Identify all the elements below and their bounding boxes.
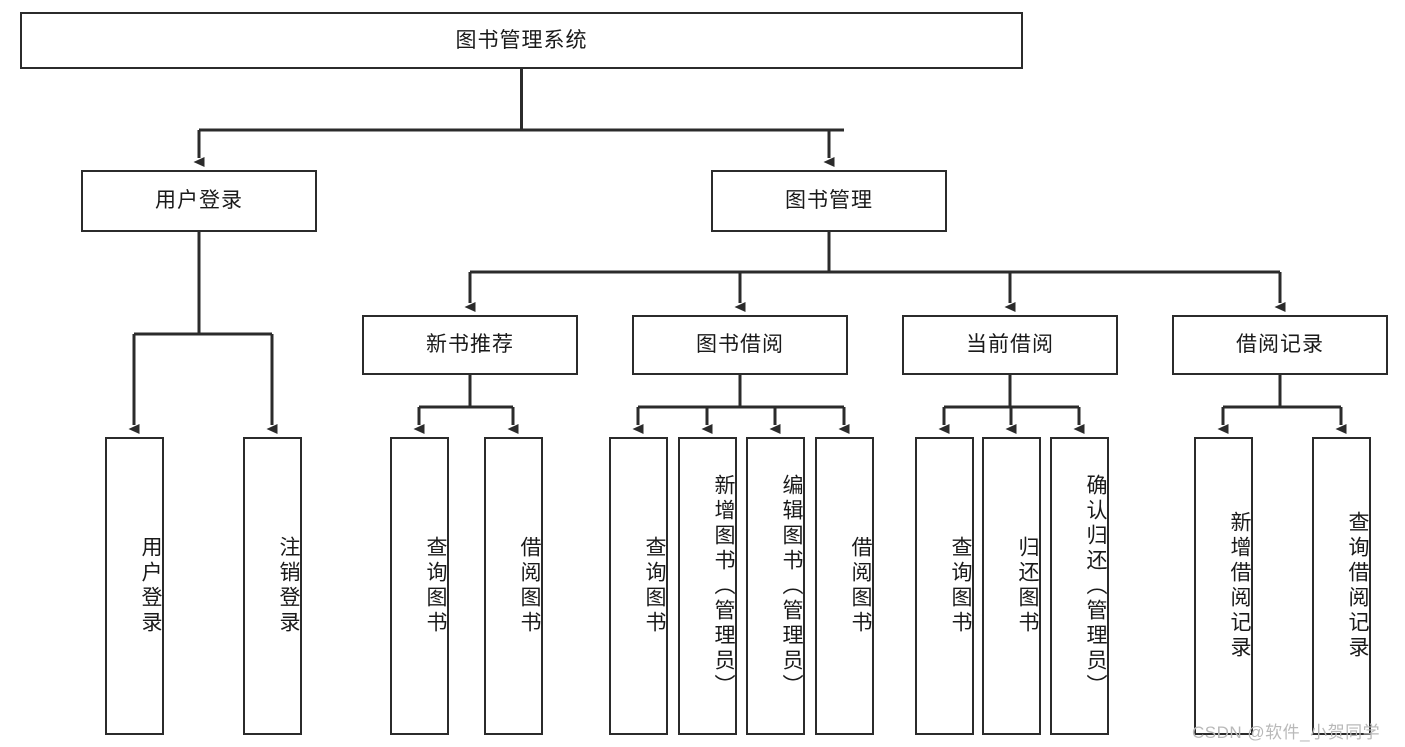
leaf-borrow-book-newbook[interactable]: 借阅图书 <box>484 437 543 735</box>
node-new-book-recommend-label: 新书推荐 <box>426 333 514 357</box>
node-current-borrow-label: 当前借阅 <box>966 333 1054 357</box>
leaf-return-book[interactable]: 归还图书 <box>982 437 1041 735</box>
leaf-add-borrow-record-label: 新增借阅记录 <box>1228 511 1251 661</box>
leaf-confirm-return-admin[interactable]: 确认归还（管理员） <box>1050 437 1109 735</box>
node-new-book-recommend[interactable]: 新书推荐 <box>362 315 578 375</box>
leaf-edit-book-admin[interactable]: 编辑图书（管理员） <box>746 437 805 735</box>
leaf-add-borrow-record[interactable]: 新增借阅记录 <box>1194 437 1253 735</box>
node-book-management[interactable]: 图书管理 <box>711 170 947 232</box>
node-borrow-records[interactable]: 借阅记录 <box>1172 315 1388 375</box>
leaf-borrow-book-newbook-label: 借阅图书 <box>518 536 541 636</box>
leaf-user-login[interactable]: 用户登录 <box>105 437 164 735</box>
node-book-borrow[interactable]: 图书借阅 <box>632 315 848 375</box>
leaf-borrow-book-label: 借阅图书 <box>849 536 872 636</box>
leaf-query-book-current[interactable]: 查询图书 <box>915 437 974 735</box>
node-book-borrow-label: 图书借阅 <box>696 333 784 357</box>
leaf-query-book-borrow[interactable]: 查询图书 <box>609 437 668 735</box>
node-book-management-label: 图书管理 <box>785 189 873 213</box>
node-user-login-label: 用户登录 <box>155 189 243 213</box>
leaf-user-login-label: 用户登录 <box>139 536 162 636</box>
leaf-add-book-admin[interactable]: 新增图书（管理员） <box>678 437 737 735</box>
leaf-logout-label: 注销登录 <box>277 536 300 636</box>
node-borrow-records-label: 借阅记录 <box>1236 333 1324 357</box>
leaf-query-borrow-record[interactable]: 查询借阅记录 <box>1312 437 1371 735</box>
leaf-confirm-return-admin-label: 确认归还（管理员） <box>1084 473 1107 699</box>
watermark: CSDN @软件_小贺同学 <box>1192 723 1381 742</box>
leaf-query-book-borrow-label: 查询图书 <box>643 536 666 636</box>
leaf-query-book-newbook[interactable]: 查询图书 <box>390 437 449 735</box>
node-root-label: 图书管理系统 <box>455 28 588 52</box>
leaf-edit-book-admin-label: 编辑图书（管理员） <box>780 473 803 699</box>
node-root[interactable]: 图书管理系统 <box>20 12 1023 69</box>
leaf-query-book-newbook-label: 查询图书 <box>424 536 447 636</box>
leaf-logout[interactable]: 注销登录 <box>243 437 302 735</box>
leaf-borrow-book[interactable]: 借阅图书 <box>815 437 874 735</box>
node-current-borrow[interactable]: 当前借阅 <box>902 315 1118 375</box>
node-user-login[interactable]: 用户登录 <box>81 170 317 232</box>
leaf-return-book-label: 归还图书 <box>1016 536 1039 636</box>
leaf-add-book-admin-label: 新增图书（管理员） <box>712 473 735 699</box>
leaf-query-borrow-record-label: 查询借阅记录 <box>1346 511 1369 661</box>
leaf-query-book-current-label: 查询图书 <box>949 536 972 636</box>
